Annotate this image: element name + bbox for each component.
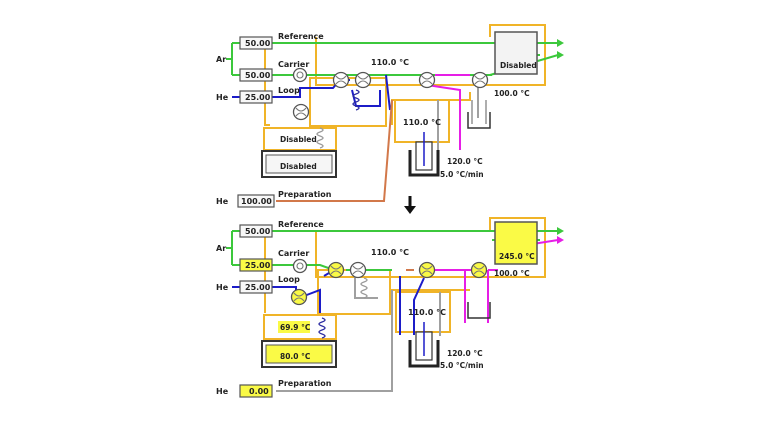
carrier-label: Carrier (278, 249, 309, 258)
loop-flow-value: 25.00 (245, 93, 271, 102)
gas-ar: Ar (216, 244, 226, 253)
carrier-flow-box[interactable] (239, 258, 273, 272)
loop-flow-box[interactable] (239, 90, 273, 104)
valve-icon[interactable] (290, 288, 308, 306)
ref-flow-value: 50.00 (245, 227, 271, 236)
gray-line (437, 85, 479, 150)
oven-temp: 110.0 °C (371, 58, 409, 67)
furnace-temp: 120.0 °C (447, 157, 483, 166)
gas-ar: Ar (216, 55, 226, 64)
valve-icon[interactable] (470, 261, 488, 279)
trap-frame (263, 314, 337, 340)
gas-he-prep: He (216, 387, 229, 396)
oven-outline (315, 24, 546, 86)
furnace-rate: 5.0 °C/min (440, 361, 484, 370)
valve-icon[interactable] (471, 71, 489, 89)
prep-label: Preparation (278, 190, 332, 199)
arrow-right-icon (557, 227, 564, 235)
flow-controller-icon[interactable] (292, 67, 308, 83)
gas-he-loop: He (216, 93, 229, 102)
bottom-schematic: Reference Carrier Loop Preparation 110.0… (216, 217, 564, 398)
furnace-icon (408, 132, 440, 177)
valve-box-temp: 110.0 °C (403, 118, 441, 127)
coil-icon (318, 317, 326, 339)
carrier-flow-value: 25.00 (245, 261, 271, 270)
valve-icon[interactable] (354, 71, 372, 89)
detector-box[interactable] (494, 221, 538, 265)
ref-label: Reference (278, 32, 324, 41)
ref-flow-box[interactable] (239, 36, 273, 50)
gas-he-loop: He (216, 283, 229, 292)
bath-inner (265, 344, 333, 364)
loop-label: Loop (278, 275, 300, 284)
coil-icon (360, 277, 368, 299)
down-arrow-icon (404, 196, 416, 214)
trap-status: 69.9 °C (280, 323, 311, 332)
ar-manifold (226, 231, 233, 265)
valve-icon[interactable] (418, 71, 436, 89)
trap-status: Disabled (280, 135, 317, 144)
valve-icon[interactable] (292, 103, 310, 121)
detector-temp: 100.0 °C (494, 269, 530, 278)
gas-he-prep: He (216, 197, 229, 206)
carrier-label: Carrier (278, 60, 309, 69)
valve-box-temp: 110.0 °C (408, 308, 446, 317)
valve-icon[interactable] (418, 261, 436, 279)
furnace-rate: 5.0 °C/min (440, 170, 484, 179)
prep-line-orange (276, 99, 393, 202)
bath-status: 80.0 °C (280, 352, 311, 361)
cell-icon (467, 100, 491, 129)
ar-manifold (226, 43, 233, 75)
prep-flow-value: 100.00 (241, 197, 272, 206)
detector-status: 245.0 °C (499, 252, 535, 261)
ref-label: Reference (278, 220, 324, 229)
valve-icon[interactable] (332, 71, 350, 89)
top-schematic: Reference Carrier Loop Preparation 110.0… (216, 24, 564, 208)
carrier-flow-value: 50.00 (245, 71, 271, 80)
oven-temp: 110.0 °C (371, 248, 409, 257)
valve-icon[interactable] (349, 261, 367, 279)
detector-status: Disabled (500, 61, 537, 70)
detector-temp: 100.0 °C (494, 89, 530, 98)
prep-flow-value: 0.00 (249, 387, 269, 396)
furnace-temp: 120.0 °C (447, 349, 483, 358)
loop-label: Loop (278, 86, 300, 95)
carrier-flow-box[interactable] (239, 68, 273, 82)
coil-icon (316, 127, 324, 149)
bath-frame (261, 150, 337, 178)
magenta-line (426, 74, 470, 150)
prep-flow-box[interactable] (237, 194, 275, 208)
ref-flow-box[interactable] (239, 224, 273, 238)
trap-value-box[interactable] (278, 321, 310, 333)
prep-label: Preparation (278, 379, 332, 388)
prep-line-gray (276, 276, 441, 392)
detector-box[interactable] (494, 31, 538, 75)
ref-flow-value: 50.00 (245, 39, 271, 48)
arrow-right-icon (557, 236, 564, 244)
arrow-right-icon (557, 39, 564, 47)
flow-controller-icon[interactable] (292, 258, 308, 274)
cell-icon (467, 302, 491, 319)
magenta-line (430, 239, 559, 323)
bath-frame (261, 340, 337, 368)
bath-inner (265, 154, 333, 174)
arrow-right-icon (557, 51, 564, 59)
bath-status: Disabled (280, 162, 317, 171)
oven-outline (315, 217, 546, 278)
loop-flow-value: 25.00 (245, 283, 271, 292)
prep-flow-box[interactable] (239, 384, 273, 398)
valve-icon[interactable] (327, 261, 345, 279)
loop-flow-box[interactable] (239, 280, 273, 294)
furnace-icon (408, 322, 440, 368)
